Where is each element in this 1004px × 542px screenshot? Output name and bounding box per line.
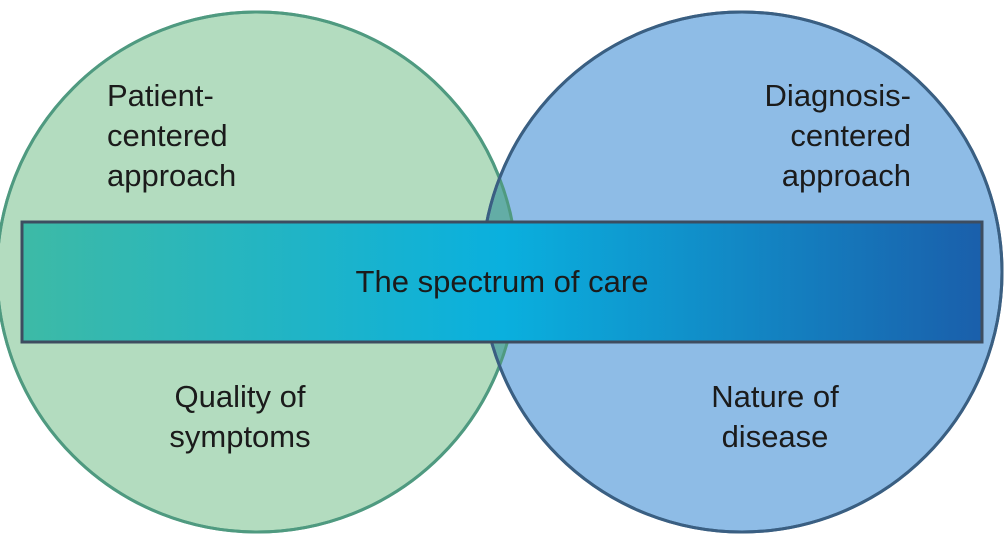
diagnosis-centered-line-1: Diagnosis- bbox=[764, 78, 911, 113]
diagnosis-centered-label: Diagnosis- centered approach bbox=[765, 76, 911, 196]
spectrum-of-care-label: The spectrum of care bbox=[355, 264, 649, 299]
quality-of-symptoms-label: Quality of symptoms bbox=[140, 377, 340, 457]
quality-of-symptoms-line-1: Quality of bbox=[174, 379, 306, 414]
diagnosis-centered-line-2: centered bbox=[790, 118, 911, 153]
nature-of-disease-label: Nature of disease bbox=[670, 377, 880, 457]
patient-centered-label: Patient- centered approach bbox=[107, 76, 236, 196]
nature-of-disease-line-1: Nature of bbox=[711, 379, 839, 414]
diagnosis-centered-line-3: approach bbox=[781, 158, 911, 193]
patient-centered-line-3: approach bbox=[107, 158, 237, 193]
patient-centered-line-2: centered bbox=[107, 118, 228, 153]
patient-centered-line-1: Patient- bbox=[107, 78, 214, 113]
spectrum-band bbox=[20, 220, 984, 344]
quality-of-symptoms-line-2: symptoms bbox=[169, 419, 311, 454]
nature-of-disease-line-2: disease bbox=[721, 419, 829, 454]
